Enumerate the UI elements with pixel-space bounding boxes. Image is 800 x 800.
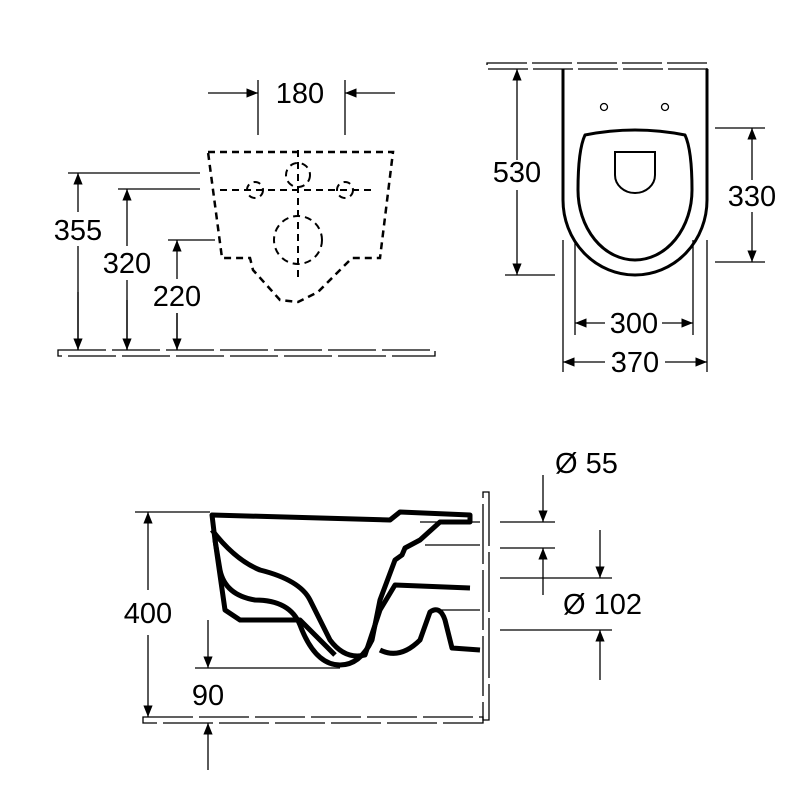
dim-300: 300 — [610, 308, 658, 340]
outlet-centerlines — [420, 521, 480, 611]
floor-line — [142, 716, 484, 724]
bowl-outline — [561, 69, 709, 277]
dim-90: 90 — [192, 680, 224, 712]
fixing-holes — [220, 150, 375, 280]
dim-330: 330 — [728, 181, 776, 213]
trapway — [210, 528, 471, 659]
hinge-hole — [599, 102, 609, 112]
wall-line — [482, 491, 490, 721]
dim-180: 180 — [276, 78, 324, 110]
wall-mount-outline — [206, 150, 395, 304]
bowl-profile — [209, 509, 473, 668]
dim-530: 530 — [493, 157, 541, 189]
front-view: 180 355 320 220 — [45, 78, 436, 357]
bowl-opening — [614, 151, 656, 194]
dim-220: 220 — [153, 281, 201, 313]
dim-400: 400 — [124, 598, 172, 630]
top-view: 530 330 300 370 — [486, 62, 776, 379]
hinge-hole — [660, 102, 670, 112]
dim-diameter-102: Ø 102 — [563, 589, 642, 621]
outer-shell — [212, 539, 481, 657]
dim-370: 370 — [611, 347, 659, 379]
dim-320: 320 — [103, 248, 151, 280]
side-view: 400 90 Ø 55 Ø 102 — [124, 448, 642, 770]
dim-355: 355 — [54, 215, 102, 247]
floor-line — [57, 349, 436, 357]
seat-opening — [576, 128, 694, 262]
dim-diameter-55: Ø 55 — [555, 448, 618, 480]
wall-line — [486, 62, 708, 70]
